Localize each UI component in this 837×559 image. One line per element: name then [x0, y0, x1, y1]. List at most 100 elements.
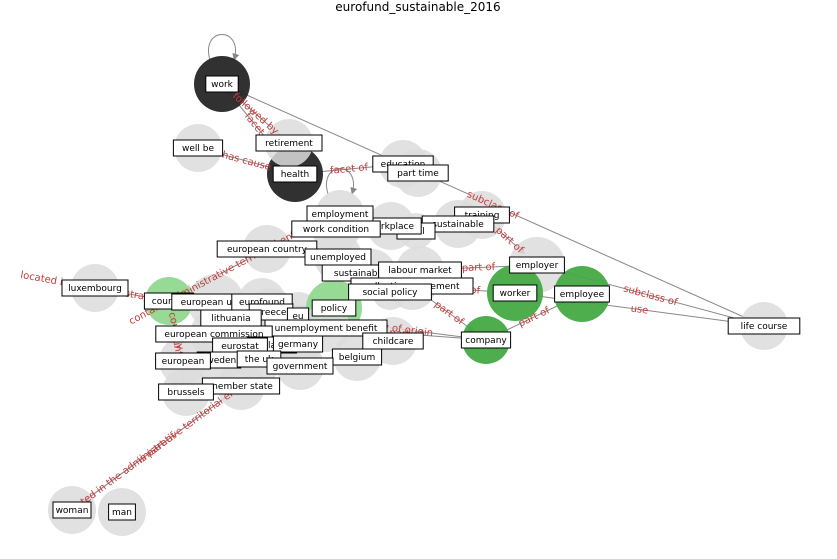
node-label-employee[interactable]: employee: [554, 285, 610, 303]
node-label-text: sweden: [202, 356, 237, 366]
node-label-box: [331, 348, 383, 366]
node-label-text: part time: [397, 169, 439, 179]
node-label-box: [554, 285, 610, 303]
node-label-text: workplace: [368, 222, 414, 232]
node-label-text: life course: [741, 322, 788, 332]
node-label-european-country[interactable]: european country: [216, 240, 318, 258]
graph-title: eurofund_sustainable_2016: [335, 0, 500, 14]
node-label-text: work: [211, 80, 234, 90]
node-label-european[interactable]: european: [155, 352, 211, 370]
node-label-text: employer: [516, 261, 559, 271]
node-label-brussels[interactable]: brussels: [158, 383, 214, 401]
node-label-text: eurofound: [239, 298, 285, 308]
edge-label: use: [630, 303, 649, 316]
node-label-policy[interactable]: policy: [311, 299, 357, 317]
node-label-text: government: [273, 362, 328, 372]
node-label-man[interactable]: man: [108, 503, 136, 521]
node-label-text: european commission: [164, 330, 263, 340]
node-label-worker[interactable]: worker: [492, 284, 538, 302]
node-label-text: retirement: [265, 139, 313, 149]
node-label-text: eurostat: [221, 342, 259, 352]
node-label-box: [348, 283, 432, 301]
node-label-text: policy: [321, 304, 348, 314]
node-label-box: [727, 317, 801, 335]
node-label-text: work condition: [303, 225, 369, 235]
node-label-text: belgium: [339, 353, 375, 363]
node-label-text: sustainable: [432, 220, 484, 230]
node-label-lithuania[interactable]: lithuania: [200, 309, 262, 327]
node-label-box: [272, 165, 318, 183]
node-label-text: eu: [292, 312, 303, 322]
node-label-text: employment: [312, 210, 369, 220]
node-label-text: employee: [560, 290, 605, 300]
node-label-text: social policy: [362, 288, 418, 298]
edge-label: is part of: [136, 431, 179, 466]
node-label-box: [255, 134, 323, 152]
node-label-text: greece: [256, 308, 287, 318]
node-label-box: [155, 352, 211, 370]
node-label-box: [492, 284, 538, 302]
node-label-woman[interactable]: woman: [52, 501, 92, 519]
node-label-box: [52, 501, 92, 519]
node-label-retirement[interactable]: retirement: [255, 134, 323, 152]
node-label-text: company: [465, 336, 507, 346]
node-label-box: [266, 357, 334, 375]
node-label-box: [158, 383, 214, 401]
node-label-germany[interactable]: germany: [272, 335, 324, 353]
node-label-text: finland: [257, 341, 288, 351]
node-label-box: [272, 335, 324, 353]
node-label-labour-market[interactable]: labour market: [378, 261, 462, 279]
node-label-box: [460, 331, 512, 349]
node-label-box: [108, 503, 136, 521]
edge-label: has cause: [221, 150, 272, 174]
self-loop-edge: [326, 168, 358, 195]
node-label-company[interactable]: company: [460, 331, 512, 349]
graph-edge: [83, 385, 242, 502]
node-label-box: [291, 220, 381, 238]
node-label-text: lithuania: [211, 314, 250, 324]
edge-label: part of: [432, 299, 466, 328]
node-label-text: country: [152, 297, 187, 307]
node-label-text: health: [281, 170, 310, 180]
node-label-text: european union: [181, 298, 252, 308]
node-label-text: brussels: [167, 388, 205, 398]
node-label-text: childcare: [373, 337, 414, 347]
node-label-work[interactable]: work: [205, 75, 239, 93]
node-label-text: well be: [182, 144, 214, 154]
node-label-text: european country: [227, 245, 308, 255]
node-label-government[interactable]: government: [266, 357, 334, 375]
node-label-box: [509, 256, 565, 274]
node-label-text: unemployed: [310, 253, 366, 263]
self-loop-edge: [208, 34, 240, 61]
node-label-text: woman: [56, 506, 89, 516]
node-label-social-policy[interactable]: social policy: [348, 283, 432, 301]
node-label-life-course[interactable]: life course: [727, 317, 801, 335]
node-label-text: sustainable work: [334, 269, 411, 279]
node-label-text: germany: [278, 340, 319, 350]
node-label-member-state[interactable]: member state: [201, 377, 281, 395]
node-label-text: worker: [500, 289, 531, 299]
node-label-box: [387, 164, 449, 182]
node-label-work-condition[interactable]: work condition: [291, 220, 381, 238]
node-label-text: member state: [209, 382, 273, 392]
node-label-part-time[interactable]: part time: [387, 164, 449, 182]
node-label-text: labour market: [388, 266, 452, 276]
edge-label: part of: [493, 225, 525, 256]
node-label-childcare[interactable]: childcare: [362, 332, 424, 350]
node-label-box: [61, 279, 129, 297]
node-label-text: man: [112, 508, 132, 518]
node-label-luxembourg[interactable]: luxembourg: [61, 279, 129, 297]
node-label-box: [362, 332, 424, 350]
node-label-employment[interactable]: employment: [306, 205, 374, 223]
edge-label: facet of: [330, 162, 369, 177]
node-label-text: the uk: [245, 355, 274, 365]
node-label-text: luxembourg: [68, 284, 122, 294]
node-label-well-be[interactable]: well be: [172, 139, 224, 157]
edge-label: part of: [462, 262, 496, 274]
node-label-unemployed[interactable]: unemployed: [304, 248, 372, 266]
node-label-employer[interactable]: employer: [509, 256, 565, 274]
node-label-belgium[interactable]: belgium: [331, 348, 383, 366]
node-label-health[interactable]: health: [272, 165, 318, 183]
